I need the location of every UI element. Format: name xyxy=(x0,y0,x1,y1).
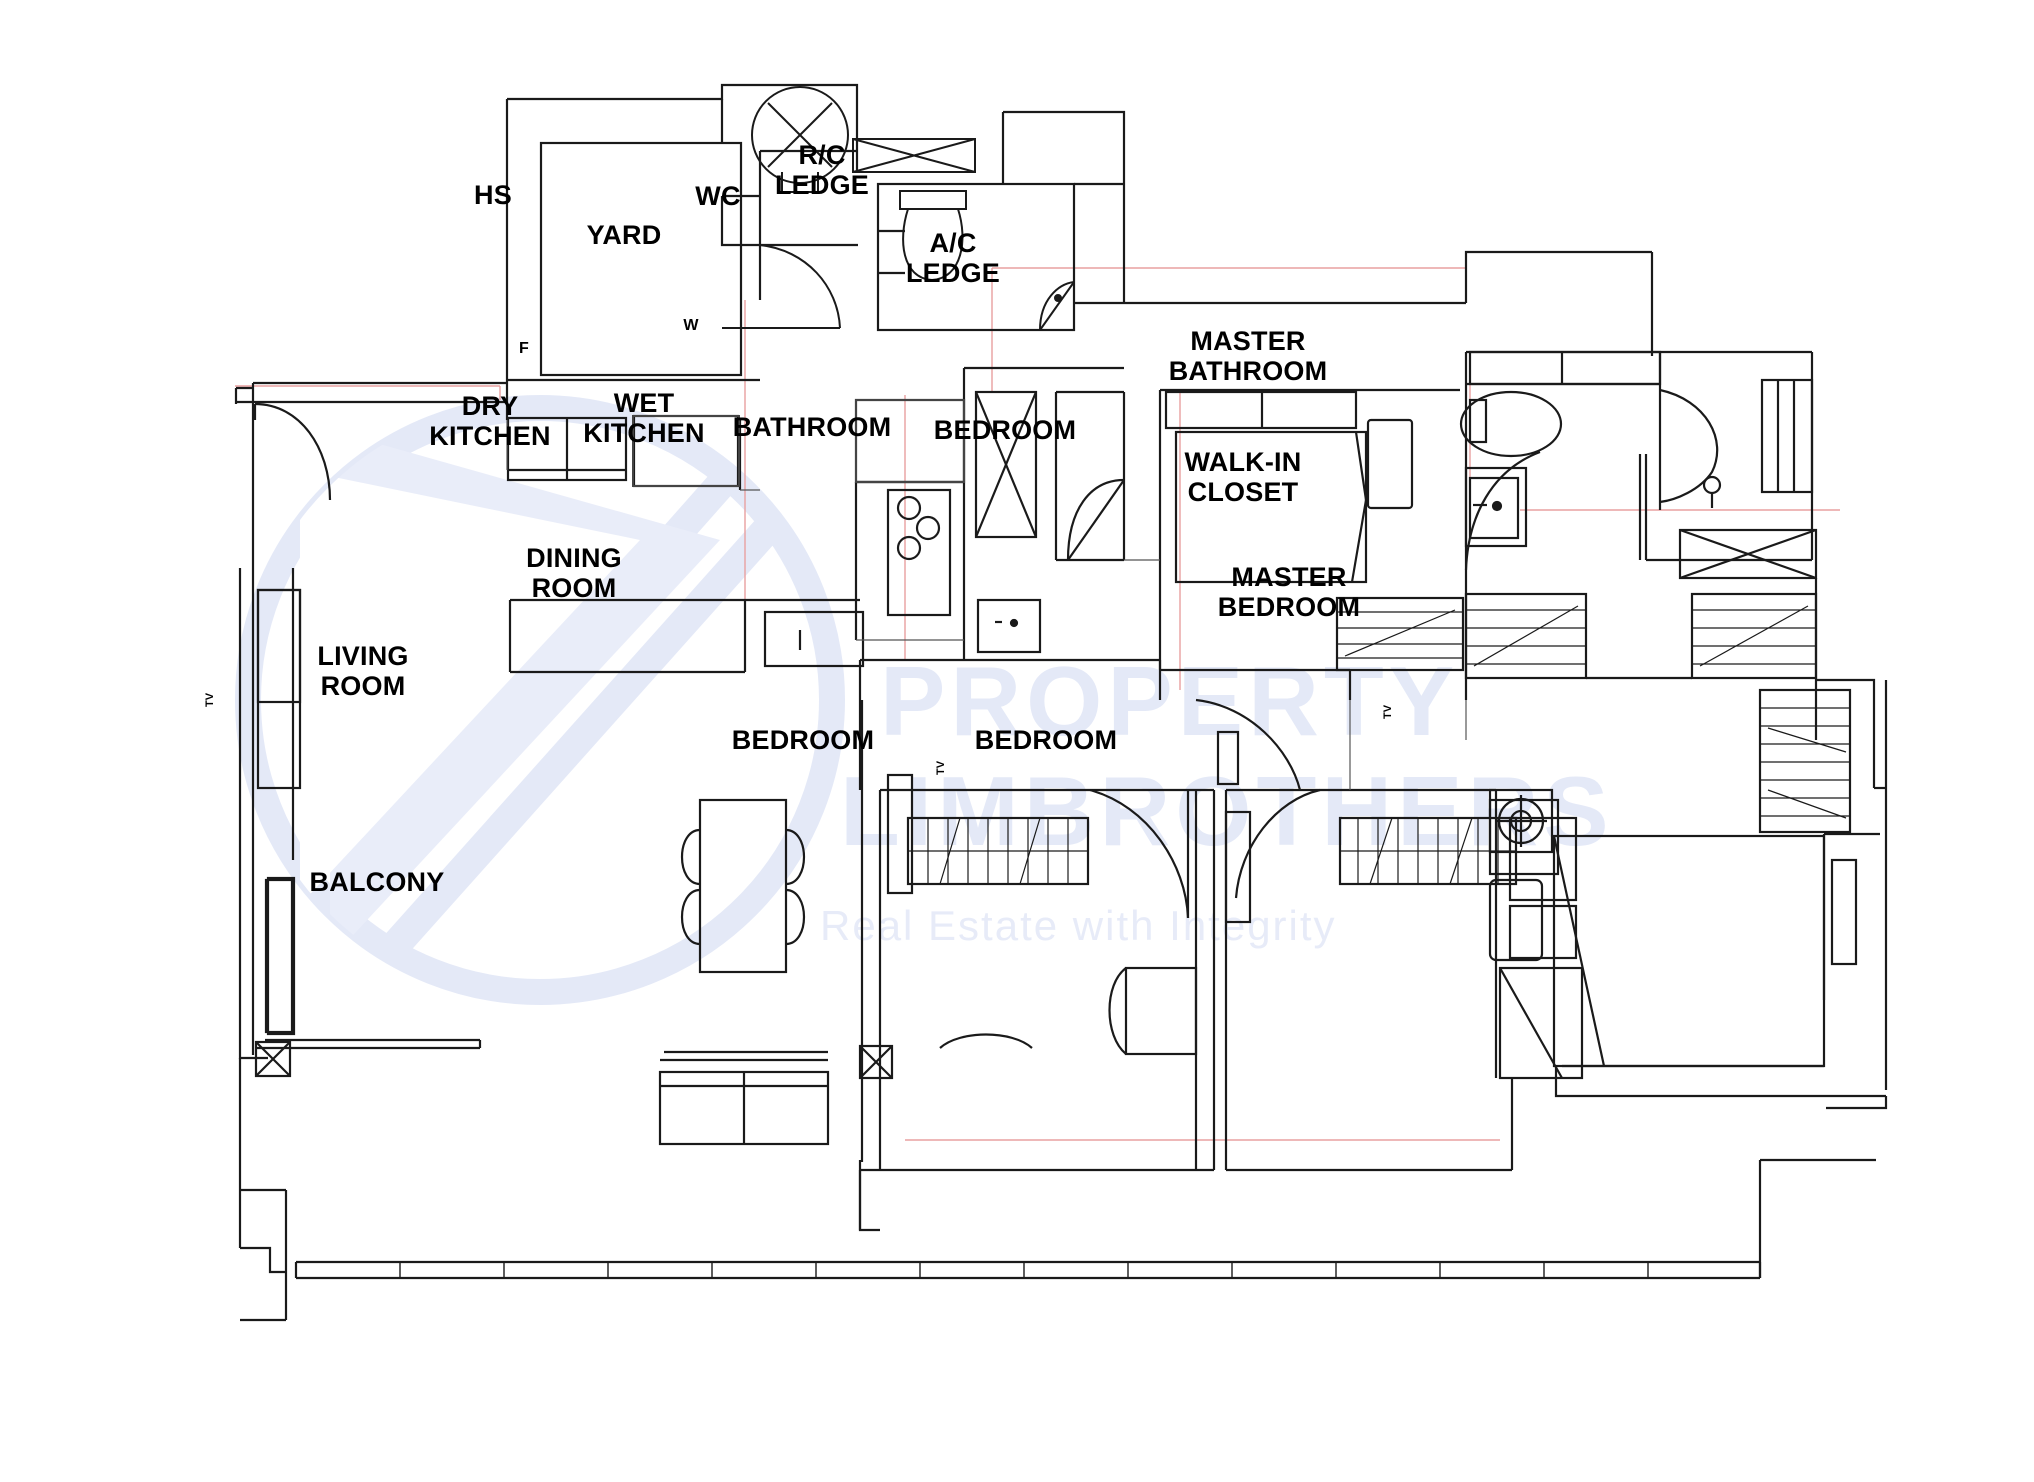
door-swings xyxy=(722,244,1075,331)
tv-marker-bedroom-3: TV xyxy=(935,760,947,776)
wc-toilet-icon xyxy=(899,190,967,282)
watermark-brand-line-1: PROPERTY xyxy=(880,646,1459,756)
watermark-graphic: PROPERTY LIMBROTHERS Real Estate with In… xyxy=(235,395,1609,1005)
interior-detail-lines xyxy=(506,420,1467,790)
appliance-boxes xyxy=(632,399,965,487)
laundry-rack-icon xyxy=(751,86,849,193)
tv-marker-master-bedroom: TV xyxy=(1382,704,1394,720)
wall-outlines xyxy=(234,83,1888,1322)
rc-ledge-unit xyxy=(852,138,976,173)
tv-marker-living-room: TV xyxy=(204,692,216,708)
watermark-tagline: Real Estate with Integrity xyxy=(820,902,1337,949)
